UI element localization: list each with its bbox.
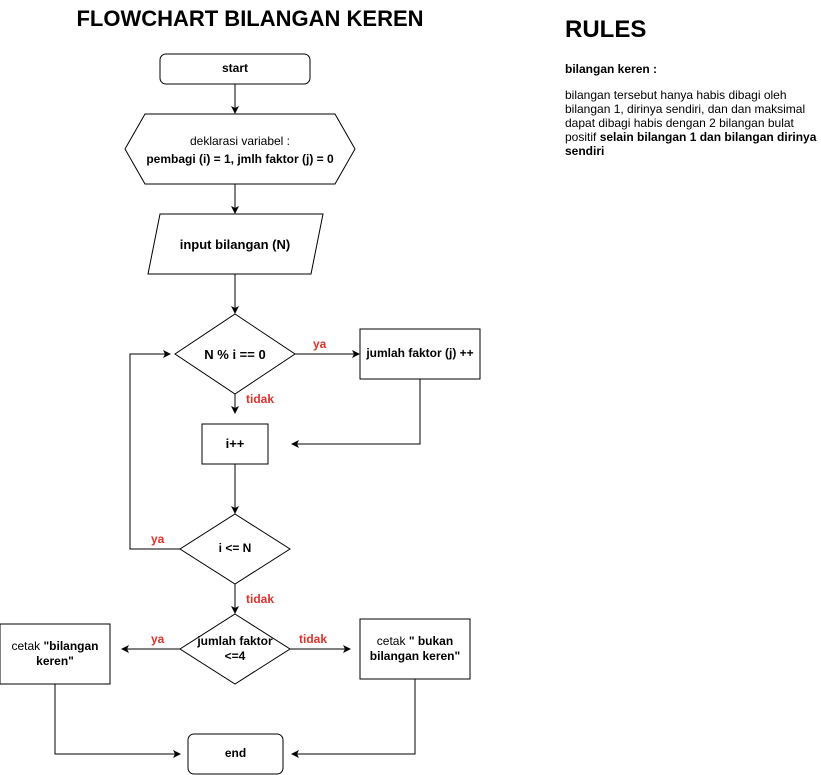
edge-label-mod-no: tidak bbox=[246, 392, 275, 406]
end-label: end bbox=[224, 746, 247, 760]
edge-bukan-end bbox=[291, 679, 416, 758]
rules-description: bilangan tersebut hanya habis dibagi ole… bbox=[565, 88, 821, 158]
edge-label-factor-no: tidak bbox=[299, 632, 328, 646]
increment-j-node bbox=[359, 328, 481, 380]
rules-text-plain: bilangan tersebut hanya habis dibagi ole… bbox=[565, 88, 806, 144]
edge-le-yes-loop bbox=[129, 350, 180, 550]
declare-label-line1: deklarasi variabel : bbox=[189, 134, 291, 148]
edge-label-le-no: tidak bbox=[246, 592, 275, 606]
declare-node bbox=[124, 113, 356, 185]
edge-label-mod-yes: ya bbox=[313, 337, 327, 351]
end-node bbox=[187, 733, 284, 775]
decision-factor-node bbox=[179, 613, 291, 685]
page-title: FLOWCHART BILANGAN KEREN bbox=[76, 6, 424, 31]
print-bukan-prefix: cetak bbox=[376, 634, 409, 648]
print-keren-label: cetak "bilangan keren" bbox=[4, 639, 106, 669]
print-keren-node bbox=[0, 623, 111, 685]
print-bukan-bold: " bukan bilangan keren" bbox=[369, 634, 461, 663]
declare-label-line2: pembagi (i) = 1, jmlh faktor (j) = 0 bbox=[146, 152, 334, 166]
decision-mod-label: N % i == 0 bbox=[204, 347, 266, 362]
increment-i-label: i++ bbox=[225, 436, 245, 451]
decision-le-label: i <= N bbox=[218, 541, 252, 555]
edge-keren-end bbox=[54, 684, 181, 758]
edge-label-le-yes: ya bbox=[151, 532, 165, 546]
increment-j-label: jumlah faktor (j) ++ bbox=[366, 346, 474, 360]
rules-subheading: bilangan keren : bbox=[565, 62, 658, 76]
rules-text-bold: selain bilangan 1 dan bilangan dirinya s… bbox=[565, 130, 817, 158]
print-bukan-label: cetak " bukan bilangan keren" bbox=[364, 634, 466, 664]
print-keren-prefix: cetak bbox=[11, 639, 44, 653]
rules-heading: RULES bbox=[565, 16, 647, 43]
start-label: start bbox=[221, 61, 248, 75]
print-bukan-node bbox=[359, 618, 471, 680]
print-keren-bold: "bilangan keren" bbox=[36, 639, 99, 668]
increment-i-node bbox=[201, 423, 269, 465]
edge-incj-inci bbox=[291, 379, 421, 448]
input-label: input bilangan (N) bbox=[179, 237, 291, 252]
edge-label-factor-yes: ya bbox=[151, 632, 165, 646]
input-node bbox=[147, 213, 324, 275]
decision-factor-label-line2: <=4 bbox=[224, 649, 246, 663]
decision-factor-label-line1: jumlah faktor bbox=[197, 634, 273, 648]
